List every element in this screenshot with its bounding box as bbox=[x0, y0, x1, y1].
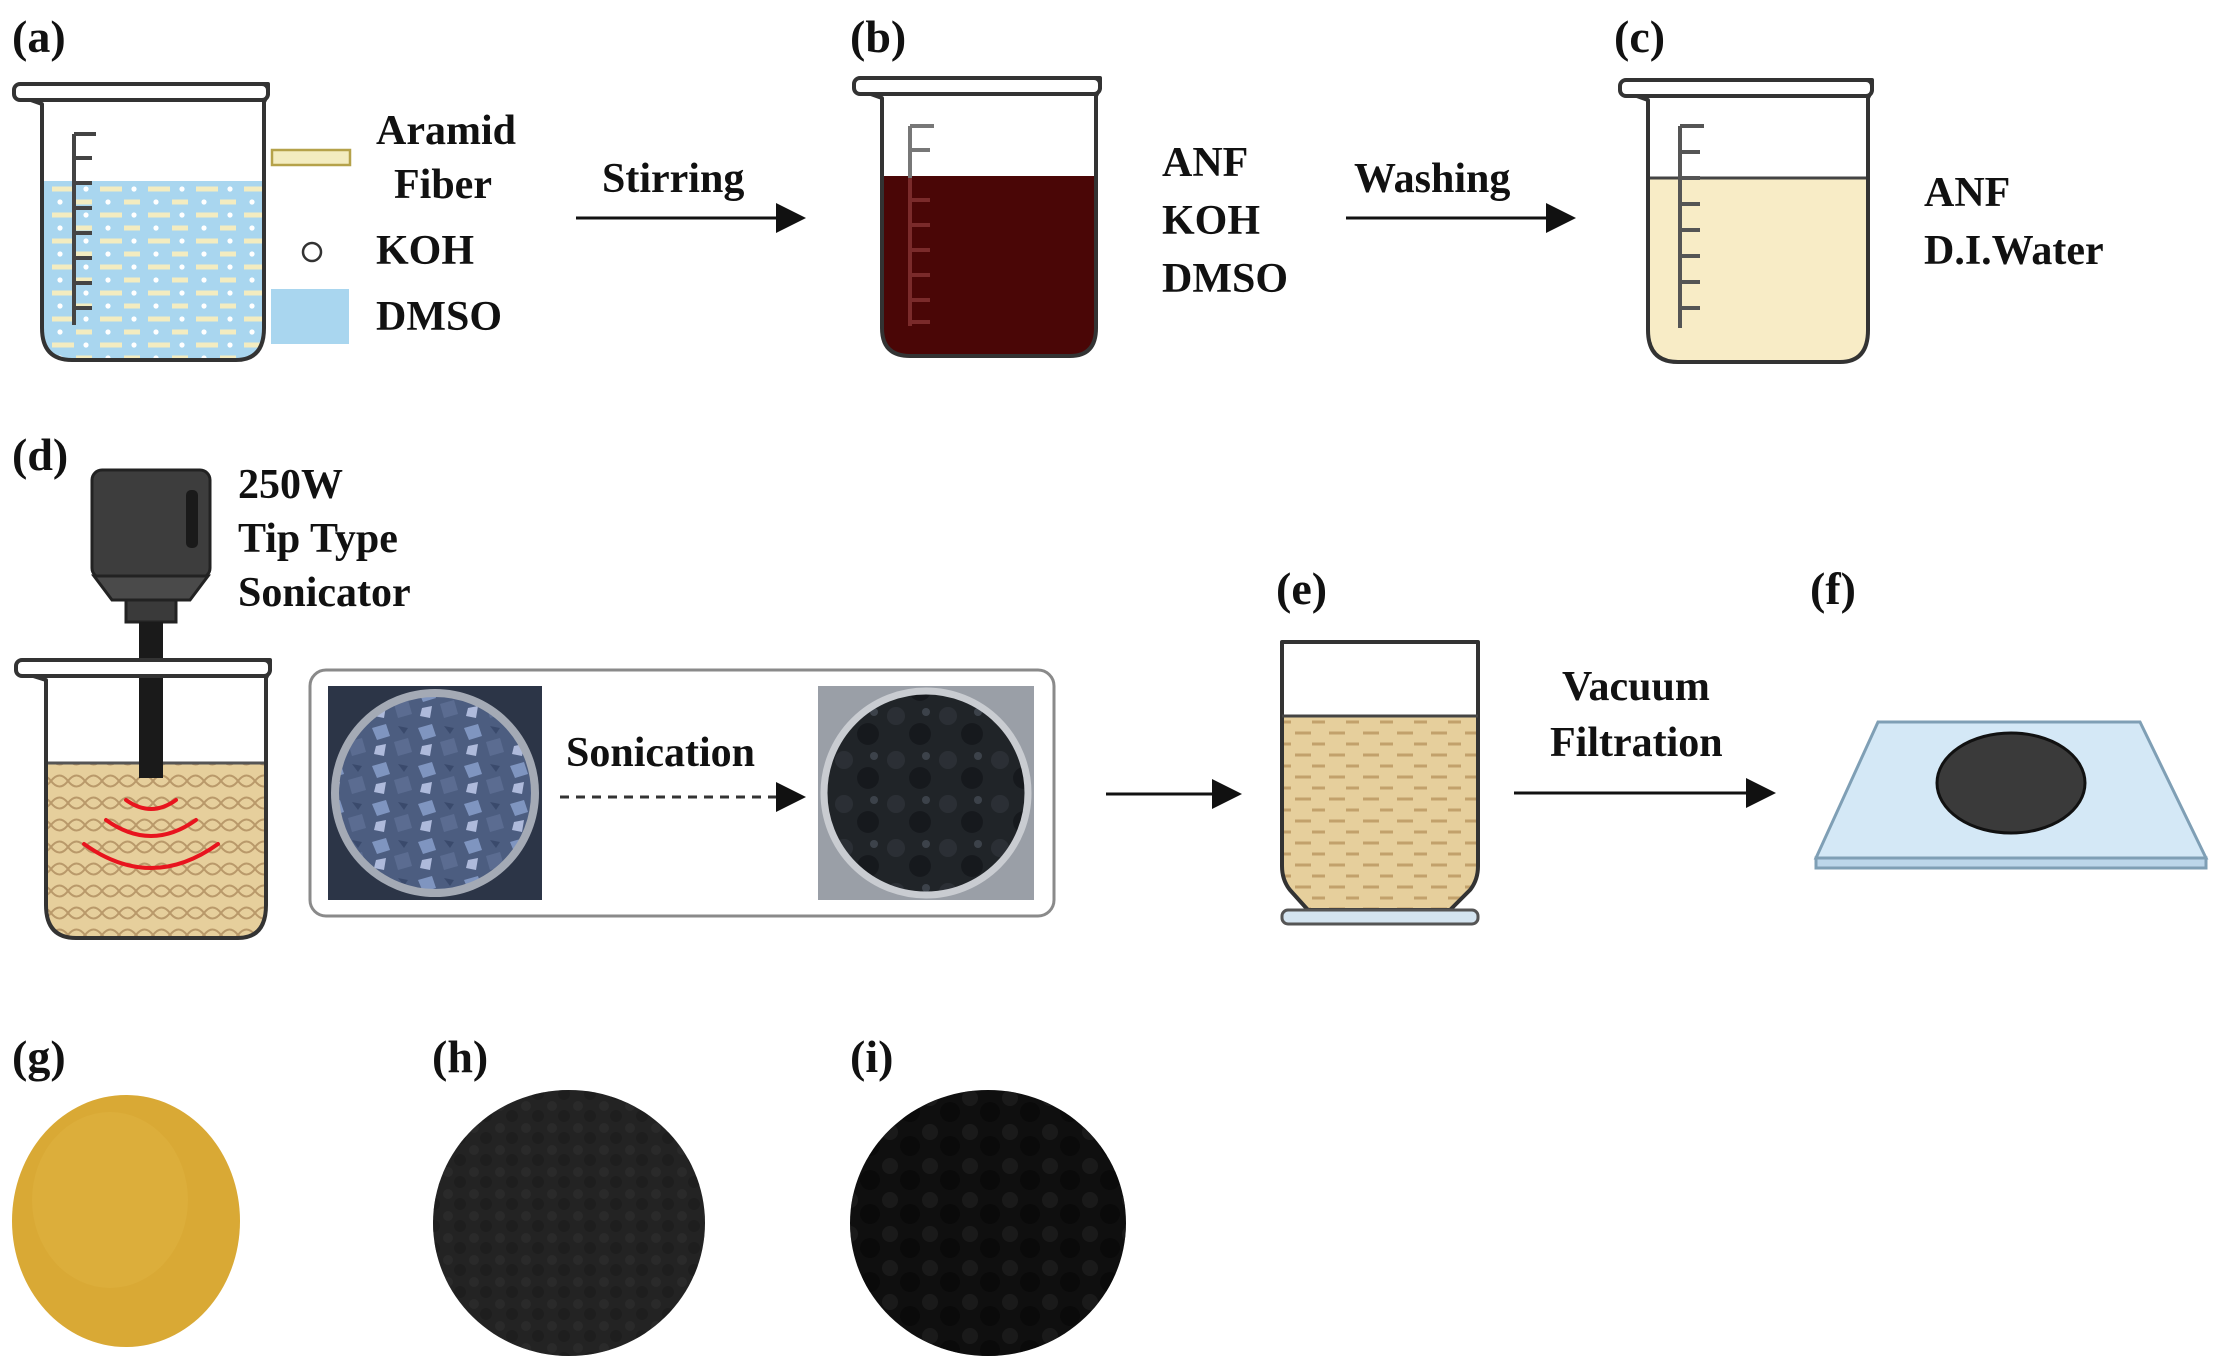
ultrasound-waves bbox=[82, 798, 220, 870]
sonicator-line-0: 250W bbox=[238, 462, 343, 508]
contents-b-1: KOH bbox=[1162, 198, 1260, 244]
panel-f: (f) bbox=[1810, 563, 2209, 870]
panel-b: (b) ANF KOH DMSO bbox=[850, 11, 1288, 358]
panel-i-label: (i) bbox=[850, 1031, 893, 1082]
sample-g-film bbox=[12, 1095, 240, 1347]
vacuum-label-line2: Filtration bbox=[1550, 720, 1723, 766]
panel-a-label: (a) bbox=[12, 11, 66, 62]
panel-i: (i) bbox=[850, 1031, 1126, 1356]
vacuum-label-line1: Vacuum bbox=[1562, 664, 1710, 710]
photo-before-sonication bbox=[328, 686, 542, 900]
washing-label: Washing bbox=[1354, 156, 1510, 202]
sonication-inset: Sonication bbox=[308, 668, 1056, 918]
stirring-label: Stirring bbox=[602, 156, 744, 202]
panel-c: (c) ANF D.I.Water bbox=[1614, 11, 2104, 364]
panel-h-label: (h) bbox=[432, 1031, 488, 1082]
legend-a: Aramid Fiber KOH DMSO bbox=[270, 108, 516, 344]
film-on-glass bbox=[1813, 720, 2209, 870]
legend-aramid-line2: Fiber bbox=[394, 162, 492, 208]
contents-b-0: ANF bbox=[1162, 140, 1248, 186]
panel-d: (d) 250W Tip Type Sonicator bbox=[12, 429, 1242, 940]
legend-dmso: DMSO bbox=[376, 294, 502, 340]
legend-koh: KOH bbox=[376, 228, 474, 274]
panel-h: (h) bbox=[432, 1031, 705, 1356]
filtration-funnel bbox=[1280, 640, 1480, 926]
stirring-step: Stirring bbox=[576, 156, 806, 233]
beaker-c bbox=[1618, 78, 1874, 364]
beaker-b bbox=[852, 76, 1102, 358]
koh-swatch bbox=[301, 241, 323, 263]
contents-c-1: D.I.Water bbox=[1924, 228, 2104, 274]
beaker-a bbox=[12, 82, 270, 362]
contents-c-0: ANF bbox=[1924, 170, 2010, 216]
panel-e: (e) bbox=[1276, 563, 1480, 926]
photo-after-sonication bbox=[818, 686, 1034, 900]
anf-koh-dmso-solution bbox=[882, 176, 1096, 356]
vacuum-filtration-step: Vacuum Filtration bbox=[1514, 664, 1776, 808]
sonicator-line-2: Sonicator bbox=[238, 570, 411, 616]
sonicator-line-1: Tip Type bbox=[238, 516, 398, 562]
aramid-fiber-swatch bbox=[270, 148, 352, 167]
dmso-swatch bbox=[271, 289, 349, 344]
sonication-label: Sonication bbox=[566, 730, 755, 776]
panel-c-label: (c) bbox=[1614, 11, 1665, 62]
panel-d-label: (d) bbox=[12, 429, 68, 480]
panel-b-label: (b) bbox=[850, 11, 906, 62]
anf-water-dispersion bbox=[1648, 178, 1868, 362]
beaker-d bbox=[14, 658, 272, 940]
contents-b-2: DMSO bbox=[1162, 256, 1288, 302]
washing-step: Washing bbox=[1346, 156, 1576, 233]
panel-f-label: (f) bbox=[1810, 563, 1856, 614]
panel-a: (a) Aramid Fiber KOH DMSO bbox=[12, 11, 516, 362]
legend-aramid-line1: Aramid bbox=[376, 108, 516, 154]
panel-e-label: (e) bbox=[1276, 563, 1327, 614]
filter-base bbox=[1280, 908, 1480, 926]
anf-film-disk bbox=[1935, 731, 2087, 835]
panel-g: (g) bbox=[12, 1031, 240, 1347]
panel-g-label: (g) bbox=[12, 1031, 66, 1082]
